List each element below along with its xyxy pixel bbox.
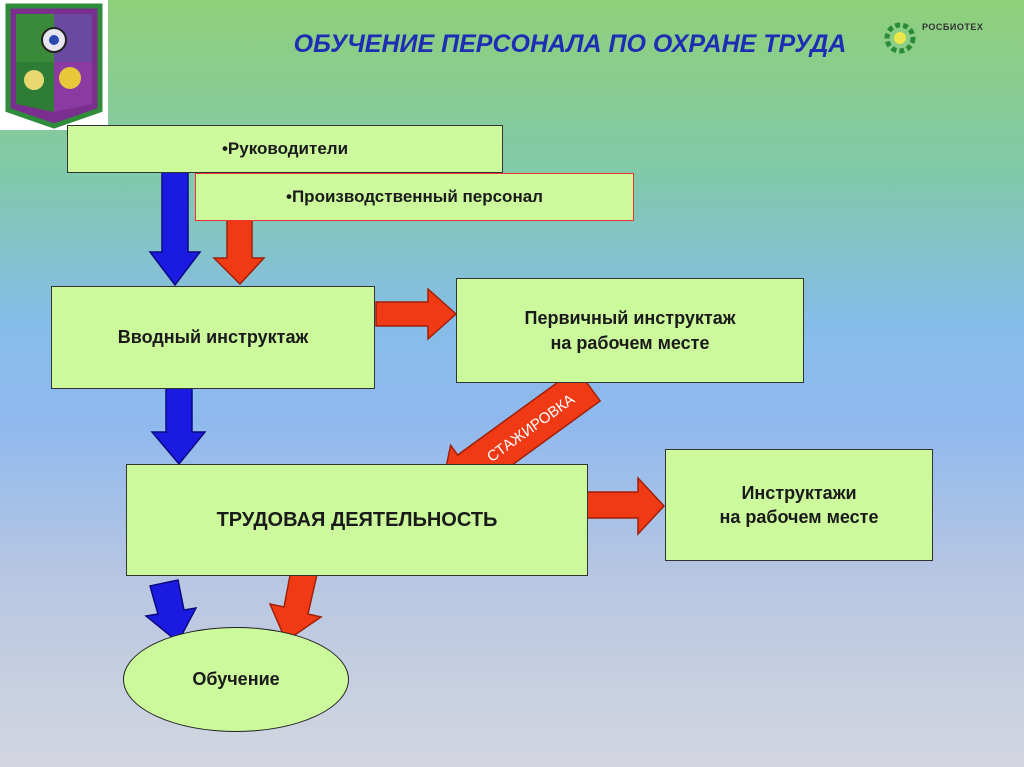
node-training: Обучение bbox=[123, 627, 349, 732]
node-intro: Вводный инструктаж bbox=[51, 286, 375, 389]
node-training-label: Обучение bbox=[192, 669, 280, 690]
node-leaders-label: •Руководители bbox=[221, 138, 349, 158]
node-workplace-line2: на рабочем месте bbox=[719, 507, 879, 527]
node-primary-line1: Первичный инструктаж bbox=[524, 308, 736, 329]
node-intro-label: Вводный инструктаж bbox=[117, 327, 309, 348]
node-workplace-line1: Инструктажи bbox=[741, 482, 857, 503]
node-work-label: ТРУДОВАЯ ДЕЯТЕЛЬНОСТЬ bbox=[216, 508, 498, 531]
university-emblem bbox=[0, 0, 108, 130]
node-primary: Первичный инструктаж на рабочем месте bbox=[456, 278, 804, 383]
rosbiotech-logo bbox=[880, 18, 1010, 58]
logo-text: РОСБИОТЕХ bbox=[922, 22, 984, 32]
node-workplace: Инструктажи на рабочем месте bbox=[665, 449, 933, 561]
node-work: ТРУДОВАЯ ДЕЯТЕЛЬНОСТЬ bbox=[126, 464, 588, 576]
node-primary-line2: на рабочем месте bbox=[550, 332, 710, 353]
arrow-work-to-training-red bbox=[268, 564, 323, 643]
arrow-intro-to-work bbox=[150, 381, 207, 466]
node-staff-label: •Производственный персонал bbox=[286, 186, 543, 206]
node-staff: •Производственный персонал bbox=[195, 173, 634, 221]
arrow-intro-to-primary bbox=[375, 287, 458, 341]
node-leaders: •Руководители bbox=[67, 125, 503, 173]
arrow-leaders-to-intro bbox=[148, 171, 202, 287]
arrow-work-to-training bbox=[144, 579, 198, 644]
arrow-staff-to-intro bbox=[212, 219, 266, 286]
arrow-work-to-workplace bbox=[585, 476, 666, 536]
page-title: ОБУЧЕНИЕ ПЕРСОНАЛА ПО ОХРАНЕ ТРУДА bbox=[293, 30, 847, 58]
